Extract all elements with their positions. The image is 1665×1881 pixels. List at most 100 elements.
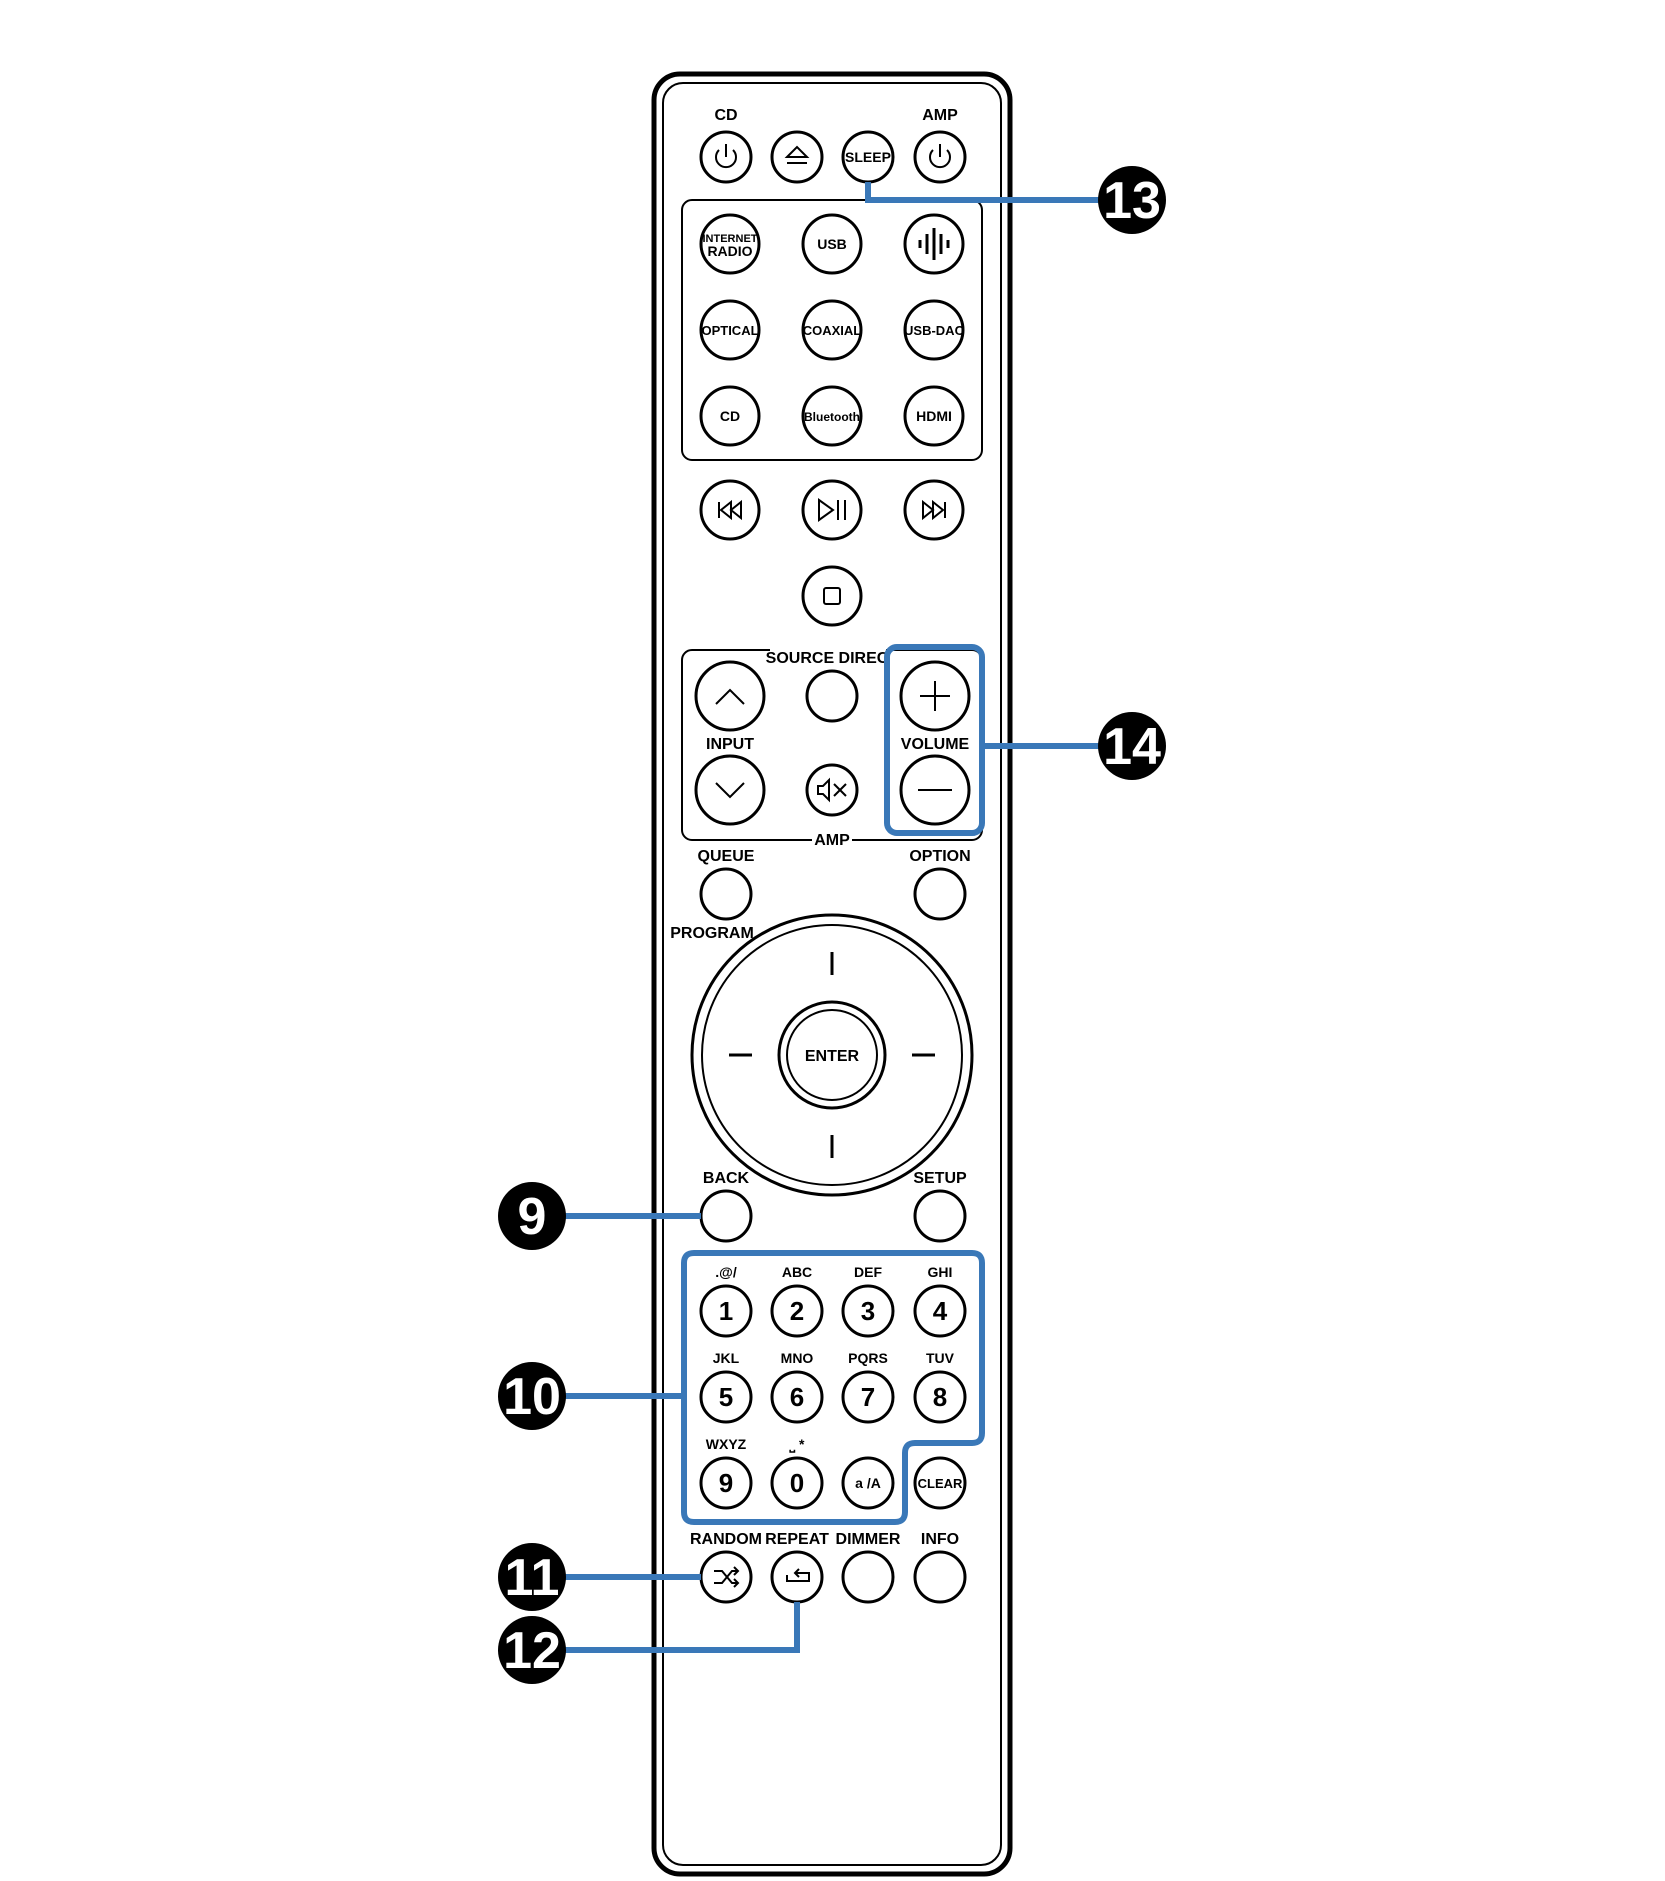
random-button[interactable] <box>699 1550 753 1604</box>
setup-button[interactable] <box>913 1189 967 1243</box>
number-key-letters: ⎵ * <box>789 1436 805 1454</box>
usb-button[interactable]: USB <box>801 213 863 275</box>
cd-source-button[interactable]: CD <box>699 385 761 447</box>
setup-label: SETUP <box>913 1170 967 1187</box>
coaxial-button[interactable]: COAXIAL <box>801 299 863 361</box>
source-panel <box>681 199 983 461</box>
input-label: INPUT <box>706 736 754 753</box>
coaxial-label: COAXIAL <box>803 323 862 338</box>
volume-highlight-box <box>884 644 985 836</box>
eject-button[interactable] <box>770 130 824 184</box>
queue-label: QUEUE <box>698 848 755 865</box>
number-key-letters: GHI <box>928 1264 953 1280</box>
hdmi-label: HDMI <box>916 408 952 424</box>
option-button[interactable] <box>913 867 967 921</box>
skip-forward-button[interactable] <box>903 479 965 541</box>
number-key-letters: PQRS <box>848 1350 888 1366</box>
power-icon <box>929 144 951 169</box>
keypad-highlight-box <box>681 1250 985 1525</box>
usb-dac-button[interactable]: USB-DAC <box>903 299 965 361</box>
number-key-digit: 6 <box>790 1382 804 1412</box>
source-direct-button[interactable] <box>805 669 859 723</box>
usb-label: USB <box>817 236 847 252</box>
hdmi-button[interactable]: HDMI <box>903 385 965 447</box>
callout-overlays <box>530 182 1120 1653</box>
heos-button[interactable] <box>903 213 965 275</box>
number-key-digit: 1 <box>719 1296 733 1326</box>
enter-button[interactable]: ENTER <box>777 1000 887 1110</box>
number-key-digit: 2 <box>790 1296 804 1326</box>
leader-line-13 <box>865 182 1120 203</box>
number-key-digit: 4 <box>933 1296 948 1326</box>
info-button[interactable] <box>913 1550 967 1604</box>
back-button[interactable] <box>699 1189 753 1243</box>
leader-line-12 <box>530 1602 800 1653</box>
play-pause-button[interactable] <box>801 479 863 541</box>
repeat-label: REPEAT <box>765 1531 829 1548</box>
random-label: RANDOM <box>690 1531 762 1548</box>
repeat-button[interactable] <box>770 1550 824 1604</box>
input-up-button[interactable] <box>694 660 766 732</box>
shuffle-icon <box>714 1566 740 1588</box>
heos-icon <box>918 228 950 260</box>
volume-up-button[interactable] <box>899 660 971 732</box>
case-toggle-label: a /A <box>855 1475 881 1491</box>
case-toggle-button[interactable]: a /A <box>841 1456 895 1510</box>
stop-button[interactable] <box>801 565 863 627</box>
radio-label: RADIO <box>707 243 752 259</box>
mute-button[interactable] <box>805 763 859 817</box>
number-key-digit: 5 <box>719 1382 733 1412</box>
bluetooth-button[interactable]: Bluetooth <box>801 385 863 447</box>
source-direct-gap <box>770 646 886 670</box>
input-down-button[interactable] <box>694 754 766 826</box>
clear-button[interactable]: CLEAR <box>913 1456 967 1510</box>
number-key-letters: MNO <box>781 1350 814 1366</box>
callout-10-label: 10 <box>503 1368 561 1426</box>
cd-source-label: CD <box>720 408 740 424</box>
callout-9-label: 9 <box>518 1188 547 1246</box>
number-key-0[interactable]: ⎵ *0 <box>770 1436 824 1510</box>
number-key-digit: 7 <box>861 1382 875 1412</box>
skip-forward-icon <box>922 499 946 521</box>
callout-badge-10: 10 <box>498 1362 566 1430</box>
callout-badge-11: 11 <box>498 1543 566 1611</box>
skip-back-icon <box>718 499 742 521</box>
cd-power-label: CD <box>714 107 737 124</box>
callout-badge-13: 13 <box>1098 166 1166 234</box>
dimmer-button[interactable] <box>841 1550 895 1604</box>
callout-badge-12: 12 <box>498 1616 566 1684</box>
optical-label: OPTICAL <box>701 323 758 338</box>
callout-14-label: 14 <box>1103 718 1161 776</box>
sleep-label: SLEEP <box>845 149 891 165</box>
cd-power-button[interactable] <box>699 130 753 184</box>
optical-button[interactable]: OPTICAL <box>699 299 761 361</box>
clear-label: CLEAR <box>918 1476 963 1491</box>
skip-back-button[interactable] <box>699 479 761 541</box>
internet-radio-button[interactable]: INTERNET RADIO <box>699 213 761 275</box>
queue-button[interactable] <box>699 867 753 921</box>
mute-icon <box>817 777 847 803</box>
eject-icon <box>784 145 810 164</box>
play-pause-icon <box>818 498 846 522</box>
sleep-button[interactable]: SLEEP <box>841 130 895 184</box>
number-key-letters: WXYZ <box>706 1436 747 1452</box>
chevron-up-icon <box>715 688 745 705</box>
number-key-7[interactable]: PQRS 7 <box>841 1350 895 1424</box>
number-key-1[interactable]: .@/1 <box>699 1264 753 1338</box>
number-key-4[interactable]: GHI 4 <box>913 1264 967 1338</box>
volume-down-button[interactable] <box>899 754 971 826</box>
usb-dac-label: USB-DAC <box>904 323 965 338</box>
source-direct-label: SOURCE DIREC <box>766 650 889 667</box>
plus-icon <box>920 681 950 711</box>
amp-power-button[interactable] <box>913 130 967 184</box>
remote-body-inner <box>662 82 1002 1866</box>
amp-label-gap <box>812 828 852 850</box>
number-key-6[interactable]: MNO 6 <box>770 1350 824 1424</box>
number-key-letters: TUV <box>926 1350 955 1366</box>
